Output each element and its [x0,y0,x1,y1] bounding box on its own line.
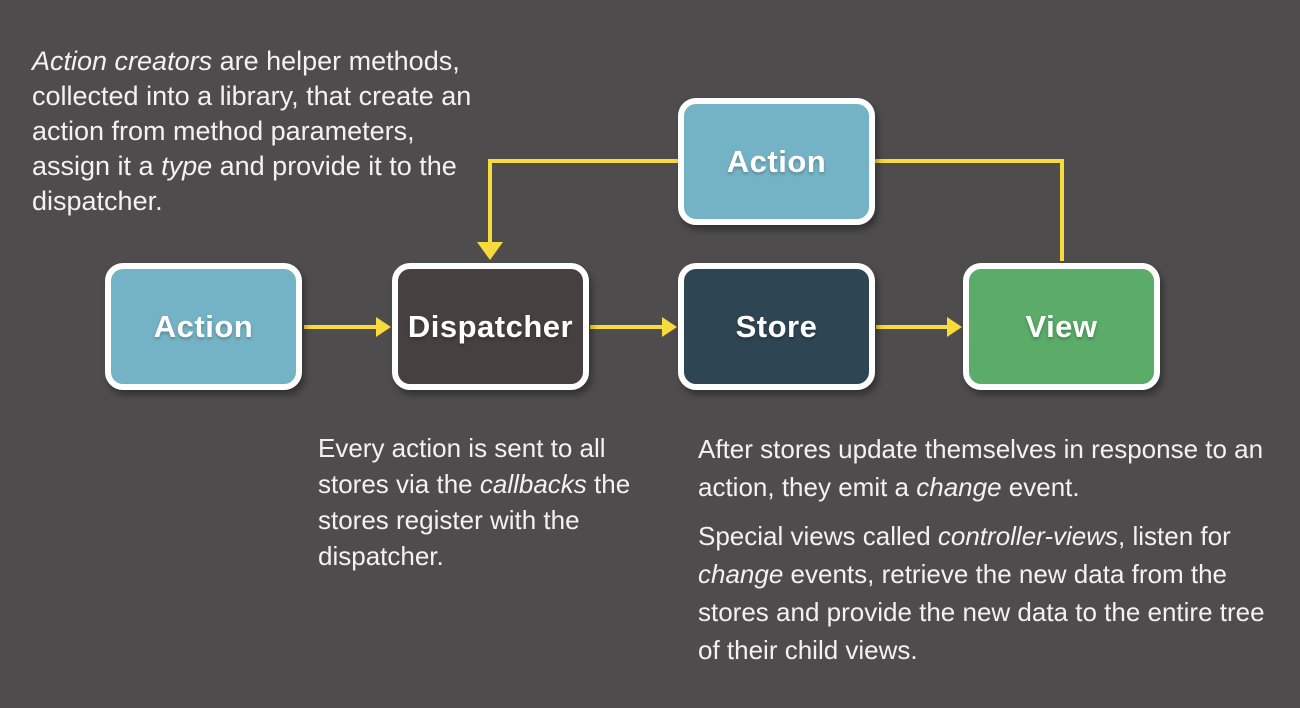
node-action-label: Action [153,308,254,344]
action-creators-note-text: Action creators are helper methods, coll… [32,46,472,216]
node-store-label: Store [735,308,818,344]
dispatcher-note: Every action is sent to all stores via t… [318,430,666,574]
store-change-event-text: After stores update themselves in respon… [698,434,1264,502]
action-creators-note: Action creators are helper methods, coll… [32,44,480,219]
arrowhead-into-view [947,317,962,337]
controller-views-text: Special views called controller-views, l… [698,521,1265,665]
arrow-action-to-dispatcher-loop [488,159,680,242]
node-dispatcher: Dispatcher [392,263,589,390]
line-view-to-action-loop [873,159,1064,261]
store-view-note: After stores update themselves in respon… [698,430,1276,669]
node-action-feedback: Action [678,98,875,225]
arrowhead-into-dispatcher-top [477,242,503,260]
node-store: Store [678,263,875,390]
node-view: View [963,263,1160,390]
node-view-label: View [1025,308,1098,344]
node-dispatcher-label: Dispatcher [407,308,574,344]
dispatcher-note-text: Every action is sent to all stores via t… [318,433,631,571]
node-action-feedback-label: Action [726,143,827,179]
arrowhead-into-store [662,317,677,337]
arrowhead-into-dispatcher [376,317,391,337]
node-action: Action [105,263,302,390]
